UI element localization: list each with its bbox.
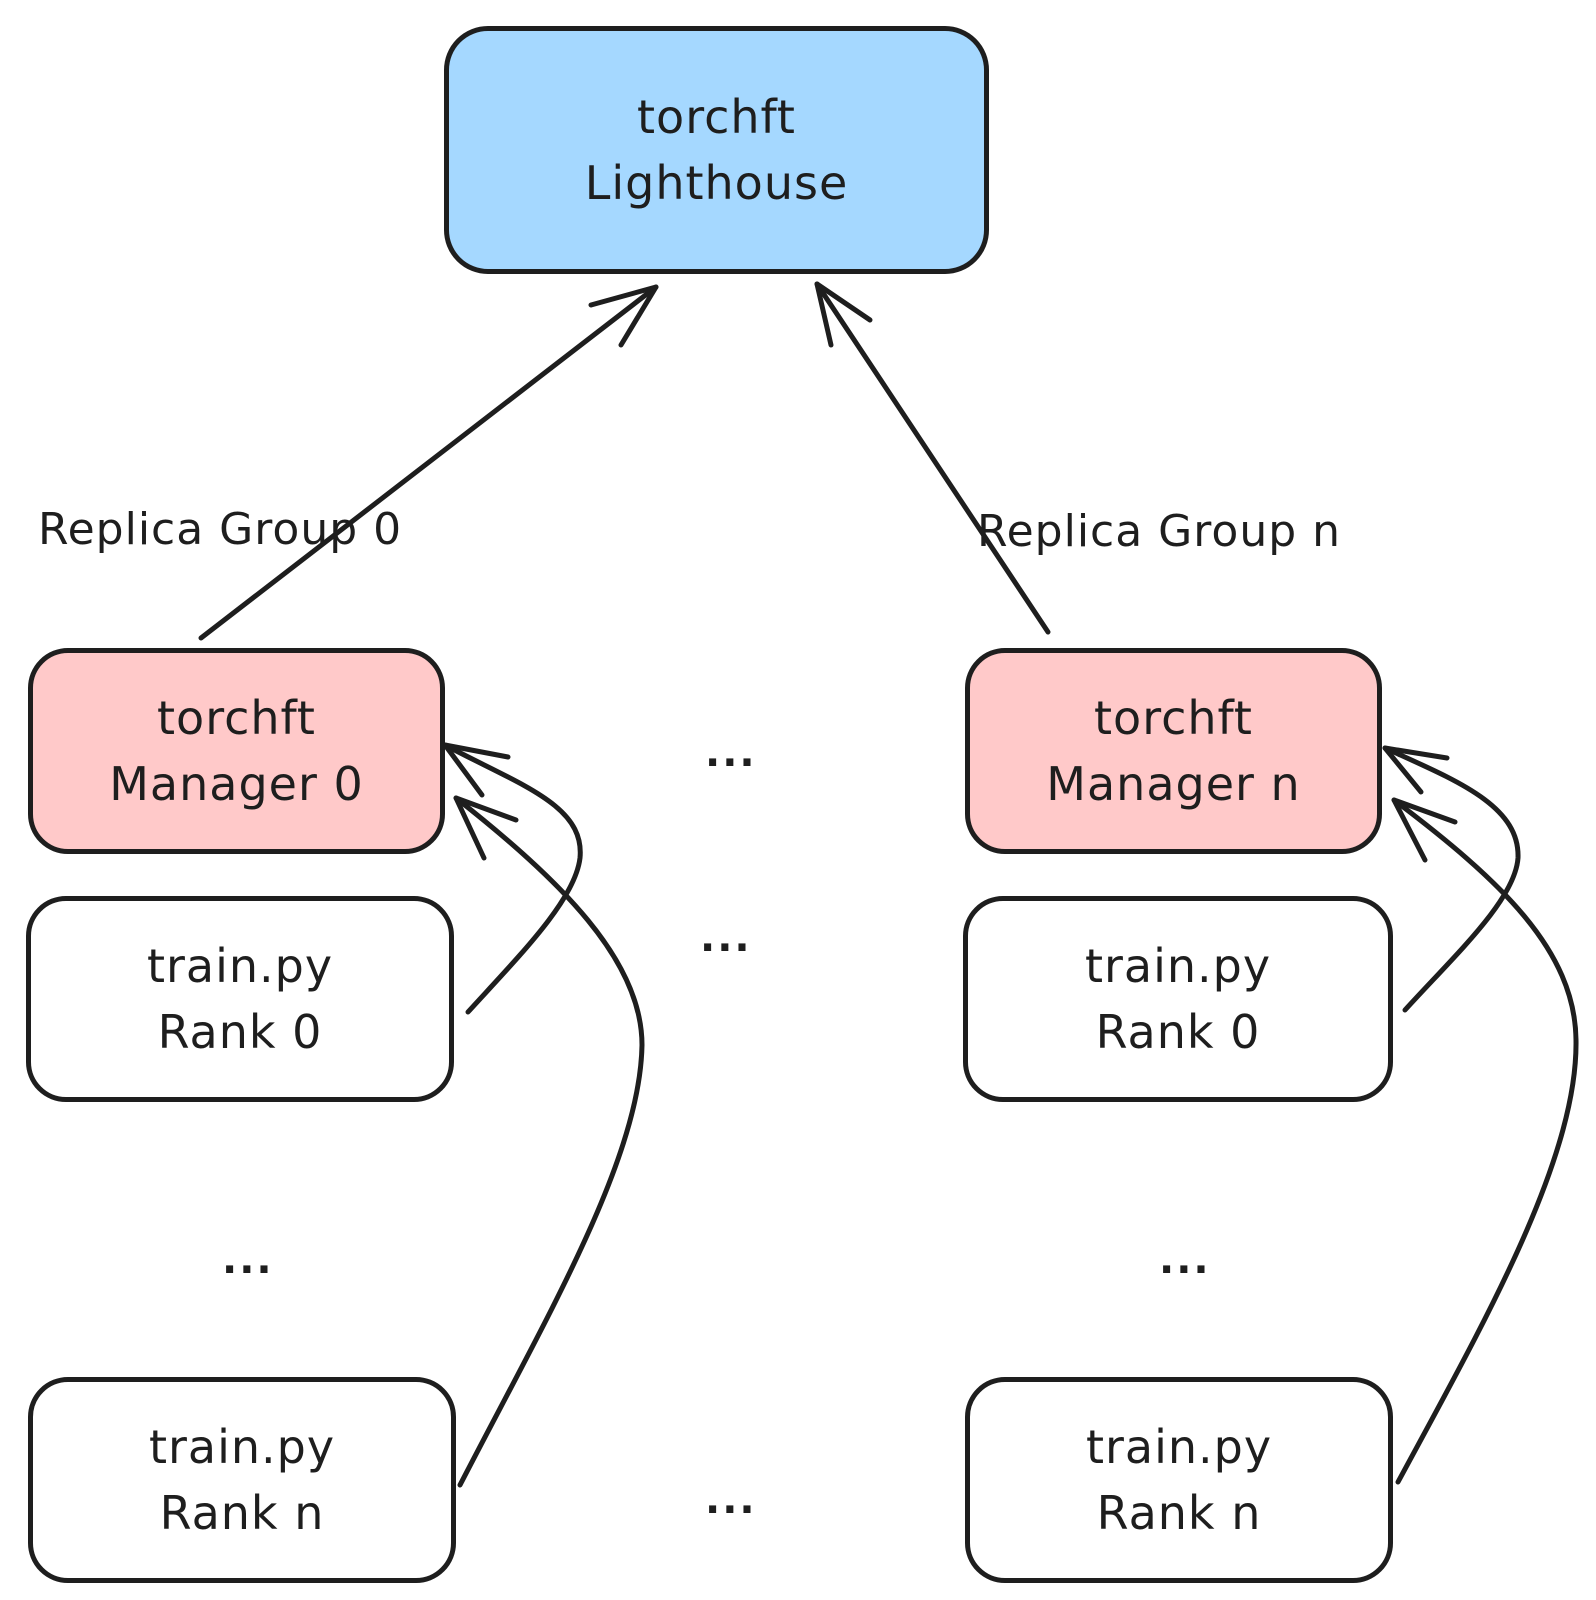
arrow-gn-rankn-to-manager — [1391, 797, 1579, 1485]
group-n-rank-n-line1: train.py — [1085, 1420, 1273, 1474]
group-0-rank-n-line1: train.py — [148, 1420, 336, 1474]
group-0-rank-n-node: train.py Rank n — [28, 1377, 456, 1583]
arrow-g0-rank0-to-manager — [442, 742, 583, 1015]
group-n-rank-0-line2: Rank 0 — [1095, 1005, 1261, 1059]
lighthouse-node: torchft Lighthouse — [444, 26, 989, 274]
arrowhead-manager0-to-lighthouse — [588, 284, 659, 348]
arrowhead-g0-rank0-to-manager — [442, 742, 511, 798]
arrow-manager0-to-lighthouse — [198, 284, 659, 641]
group-n-rank-n-node: train.py Rank n — [965, 1377, 1393, 1583]
group-n-rank-0-node: train.py Rank 0 — [963, 896, 1393, 1102]
arrow-gn-rank0-to-manager — [1382, 745, 1521, 1013]
arrowhead-managern-to-lighthouse — [814, 281, 873, 348]
manager-0-line2: Manager 0 — [109, 757, 364, 811]
manager-n-line2: Manager n — [1046, 757, 1301, 811]
manager-n-node: torchft Manager n — [965, 648, 1382, 854]
group-0-rank-0-line2: Rank 0 — [157, 1005, 323, 1059]
arrow-g0-rankn-to-manager — [453, 795, 645, 1488]
group-n-ranks-ellipsis: ... — [1159, 1237, 1211, 1283]
manager-n-line1: torchft — [1094, 691, 1253, 745]
group-0-rank-0-node: train.py Rank 0 — [26, 896, 454, 1102]
manager-0-line1: torchft — [157, 691, 316, 745]
group-0-rank-0-line1: train.py — [146, 939, 334, 993]
between-groups-ellipsis-managers: ... — [705, 730, 757, 776]
arrow-managern-to-lighthouse — [814, 281, 1051, 635]
lighthouse-title-line2: Lighthouse — [584, 156, 849, 210]
lighthouse-title-line1: torchft — [637, 90, 796, 144]
arrowhead-gn-rank0-to-manager — [1382, 745, 1450, 795]
manager-0-node: torchft Manager 0 — [28, 648, 445, 854]
replica-group-0-label: Replica Group 0 — [38, 504, 403, 555]
group-n-rank-0-line1: train.py — [1084, 939, 1272, 993]
between-groups-ellipsis-rank0: ... — [700, 915, 752, 961]
group-0-rank-n-line2: Rank n — [159, 1486, 325, 1540]
group-n-rank-n-line2: Rank n — [1096, 1486, 1262, 1540]
arrowhead-g0-rankn-to-manager — [453, 795, 519, 861]
between-groups-ellipsis-rankn: ... — [705, 1477, 757, 1523]
arrowhead-gn-rankn-to-manager — [1391, 797, 1458, 863]
group-0-ranks-ellipsis: ... — [222, 1237, 274, 1283]
replica-group-n-label: Replica Group n — [977, 506, 1342, 557]
